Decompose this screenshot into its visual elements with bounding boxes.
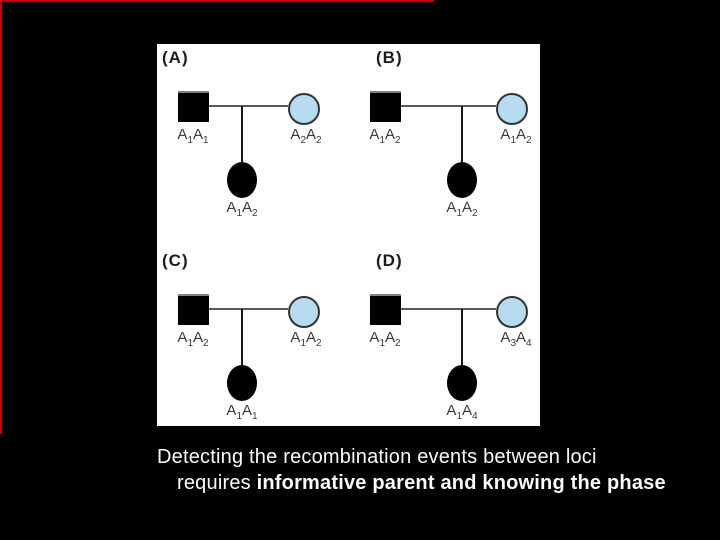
red-accent-line-left — [0, 0, 2, 434]
pedigree-panel-c: (C) A1A2 A1A2 A1A1 — [157, 247, 348, 437]
child-affected-circle-icon — [447, 365, 477, 401]
mother-female-circle-icon — [288, 93, 320, 125]
mother-genotype: A3A4 — [500, 329, 532, 349]
mother-female-circle-icon — [288, 296, 320, 328]
pedigree-panel-d: (D) A1A2 A3A4 A1A4 — [349, 247, 540, 437]
descent-line — [241, 309, 243, 365]
pedigree-panel-a: (A) A1A1 A2A2 A1A2 — [157, 44, 348, 234]
caption-line2-bold: informative parent and knowing the phase — [256, 472, 666, 494]
panel-label-a: (A) — [162, 48, 189, 67]
mating-line — [209, 308, 288, 310]
slide-caption: Detecting the recombination events betwe… — [0, 444, 720, 496]
father-affected-square-icon — [178, 294, 209, 325]
descent-line — [241, 106, 243, 162]
red-accent-line-top — [0, 0, 434, 2]
panel-label-c: (C) — [162, 251, 189, 270]
mother-genotype: A2A2 — [290, 126, 322, 146]
caption-line2: requires informative parent and knowing … — [177, 470, 720, 496]
caption-line2-regular: requires — [177, 472, 257, 494]
descent-line — [461, 106, 463, 162]
father-genotype: A1A2 — [369, 126, 401, 146]
father-genotype: A1A2 — [177, 329, 209, 349]
child-genotype: A1A1 — [226, 402, 258, 422]
mother-female-circle-icon — [496, 93, 528, 125]
pedigree-panel-b: (B) A1A2 A1A2 A1A2 — [349, 44, 540, 234]
mating-line — [401, 308, 496, 310]
father-affected-square-icon — [370, 294, 401, 325]
caption-line1: Detecting the recombination events betwe… — [157, 446, 597, 468]
pedigree-figure: (A) A1A1 A2A2 A1A2 (B) A1A2 A1A2 A1A2 (C… — [157, 44, 540, 426]
father-affected-square-icon — [370, 91, 401, 122]
mother-female-circle-icon — [496, 296, 528, 328]
father-affected-square-icon — [178, 91, 209, 122]
child-genotype: A1A4 — [446, 402, 478, 422]
mating-line — [401, 105, 496, 107]
panel-label-d: (D) — [376, 251, 403, 270]
child-affected-circle-icon — [227, 162, 257, 198]
descent-line — [461, 309, 463, 365]
mother-genotype: A1A2 — [290, 329, 322, 349]
child-affected-circle-icon — [227, 365, 257, 401]
mating-line — [209, 105, 288, 107]
child-genotype: A1A2 — [446, 199, 478, 219]
father-genotype: A1A1 — [177, 126, 209, 146]
child-affected-circle-icon — [447, 162, 477, 198]
father-genotype: A1A2 — [369, 329, 401, 349]
panel-label-b: (B) — [376, 48, 403, 67]
mother-genotype: A1A2 — [500, 126, 532, 146]
child-genotype: A1A2 — [226, 199, 258, 219]
